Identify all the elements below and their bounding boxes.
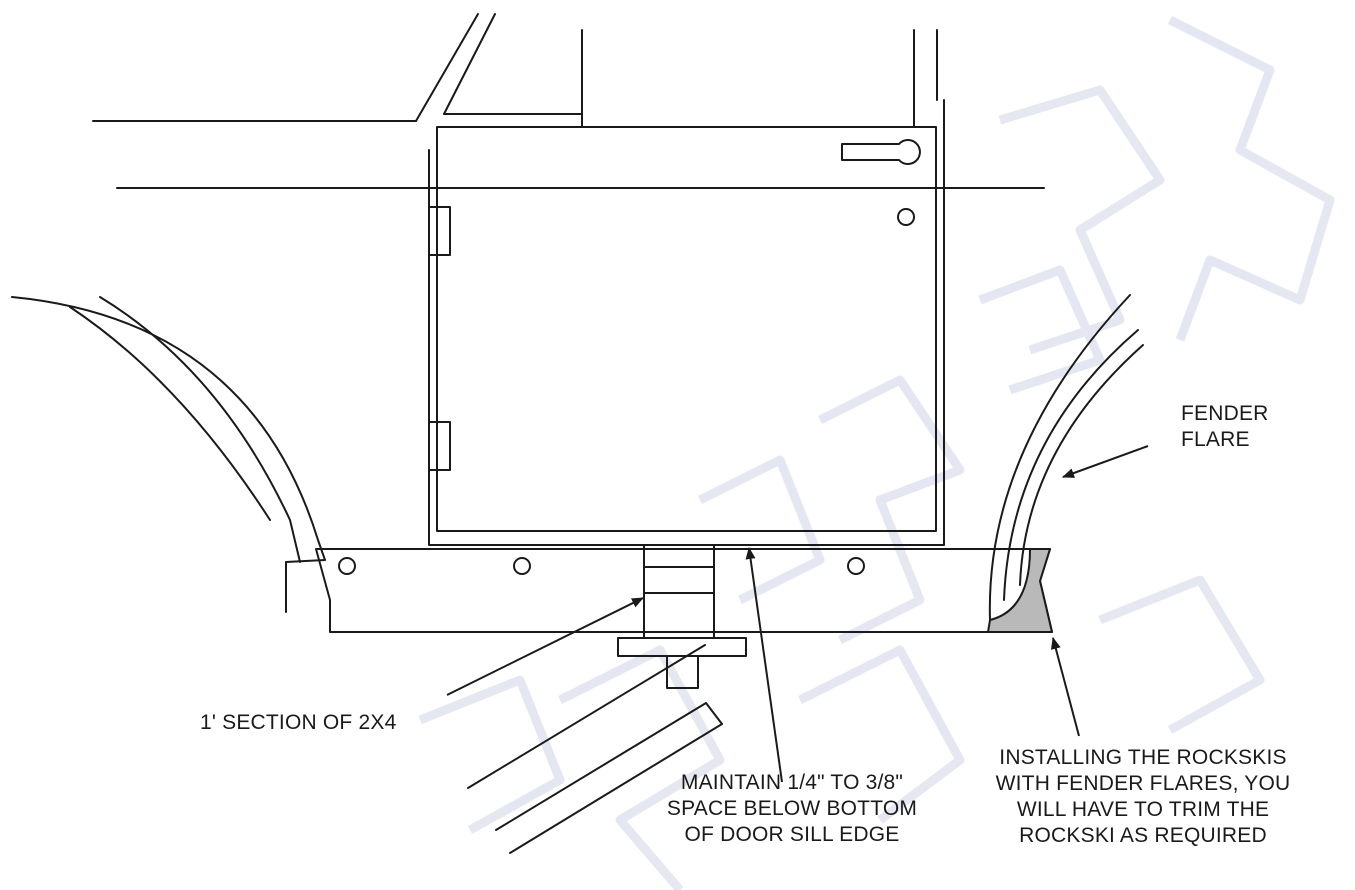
leader-trim <box>1050 637 1080 737</box>
label-installing-note-line-4: ROCKSKI AS REQUIRED <box>1019 824 1267 847</box>
door-panel <box>436 126 937 532</box>
label-maintain-space: MAINTAIN 1/4" TO 3/8" SPACE BELOW BOTTOM… <box>632 770 952 848</box>
jack-arm-cap <box>705 702 723 725</box>
rockski-hole-3 <box>847 557 865 575</box>
label-maintain-space-line-1: MAINTAIN 1/4" TO 3/8" <box>680 771 904 794</box>
upper-hinge <box>428 206 451 256</box>
label-fender-flare: FENDER FLARE <box>1181 401 1269 453</box>
label-installing-note: INSTALLING THE ROCKSKIS WITH FENDER FLAR… <box>958 745 1328 849</box>
leader-door-sill <box>745 547 783 783</box>
vehicle-outline <box>11 13 1144 854</box>
door-handle <box>841 139 921 165</box>
a-pillar-inner <box>443 13 496 115</box>
label-maintain-space-line-2: SPACE BELOW BOTTOM <box>666 797 918 820</box>
label-fender-flare-line-1: FENDER <box>1181 402 1269 425</box>
rear-wheel-arch-outer <box>11 296 326 613</box>
label-installing-note-line-1: INSTALLING THE ROCKSKIS <box>999 746 1287 769</box>
label-fender-flare-line-2: FLARE <box>1181 428 1250 451</box>
lower-hinge <box>428 421 451 471</box>
jack-arm-1 <box>467 644 706 789</box>
trim-area <box>987 548 1053 633</box>
rockski-hole-2 <box>513 557 531 575</box>
label-installing-note-line-2: WITH FENDER FLARES, YOU <box>995 772 1291 795</box>
jack-post <box>666 655 699 689</box>
fender-flare-inner <box>1019 344 1144 586</box>
jack-saddle <box>617 637 747 657</box>
a-pillar-outer <box>415 13 479 122</box>
rockski-body <box>315 548 1053 633</box>
jack-arm-3 <box>509 723 723 854</box>
label-2x4-section: 1' SECTION OF 2X4 <box>200 711 397 734</box>
rear-wheel-arch-mid <box>69 306 271 521</box>
fender-flare-outer <box>988 294 1131 621</box>
rockski-hole-1 <box>338 557 356 575</box>
rear-wheel-arch-inner <box>99 296 301 563</box>
block-2x4 <box>643 544 715 639</box>
leader-fender-flare <box>1062 445 1149 478</box>
door-jamb <box>428 99 945 546</box>
watermark <box>418 15 1335 890</box>
door-lock-hole <box>897 208 915 226</box>
label-installing-note-line-3: WILL HAVE TO TRIM THE <box>1016 798 1270 821</box>
label-maintain-space-line-3: OF DOOR SILL EDGE <box>684 823 900 846</box>
fender-flare-mid <box>1003 329 1139 601</box>
leader-2x4 <box>446 597 644 696</box>
jack-arm-2 <box>495 702 707 831</box>
